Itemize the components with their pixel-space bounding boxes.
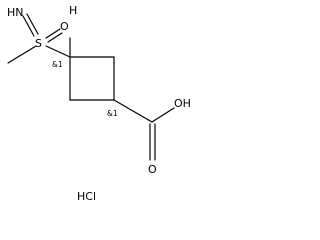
- sulfoxide-oxygen-label: O: [60, 20, 69, 33]
- carbonyl-oxygen-label: O: [148, 163, 157, 176]
- bond-c-oh: [151, 107, 175, 123]
- stereo-labels: &1 &1: [52, 60, 118, 118]
- salt-label: HCl: [77, 190, 96, 203]
- bond-nh-s-1: [22, 15, 35, 37]
- bonds: [7, 13, 175, 161]
- sulfur-label: S: [35, 37, 42, 50]
- bond-s-c3: [45, 45, 71, 58]
- stereo-label-c1: &1: [107, 109, 118, 118]
- atom-labels: HN S O H OH O: [7, 4, 191, 176]
- bond-s-o-2: [47, 32, 63, 43]
- bond-c1-carboxyl: [113, 99, 153, 123]
- bond-s-methyl: [7, 45, 37, 64]
- bond-s-o-1: [45, 28, 61, 39]
- chemical-structure: HN S O H OH O &1 &1 HCl: [7, 4, 191, 203]
- imine-nh-label: HN: [7, 6, 24, 19]
- hydroxyl-label: OH: [174, 97, 191, 110]
- bond-nh-s-2: [26, 13, 39, 35]
- stereo-label-c3: &1: [52, 60, 63, 69]
- hydrogen-label: H: [69, 4, 77, 17]
